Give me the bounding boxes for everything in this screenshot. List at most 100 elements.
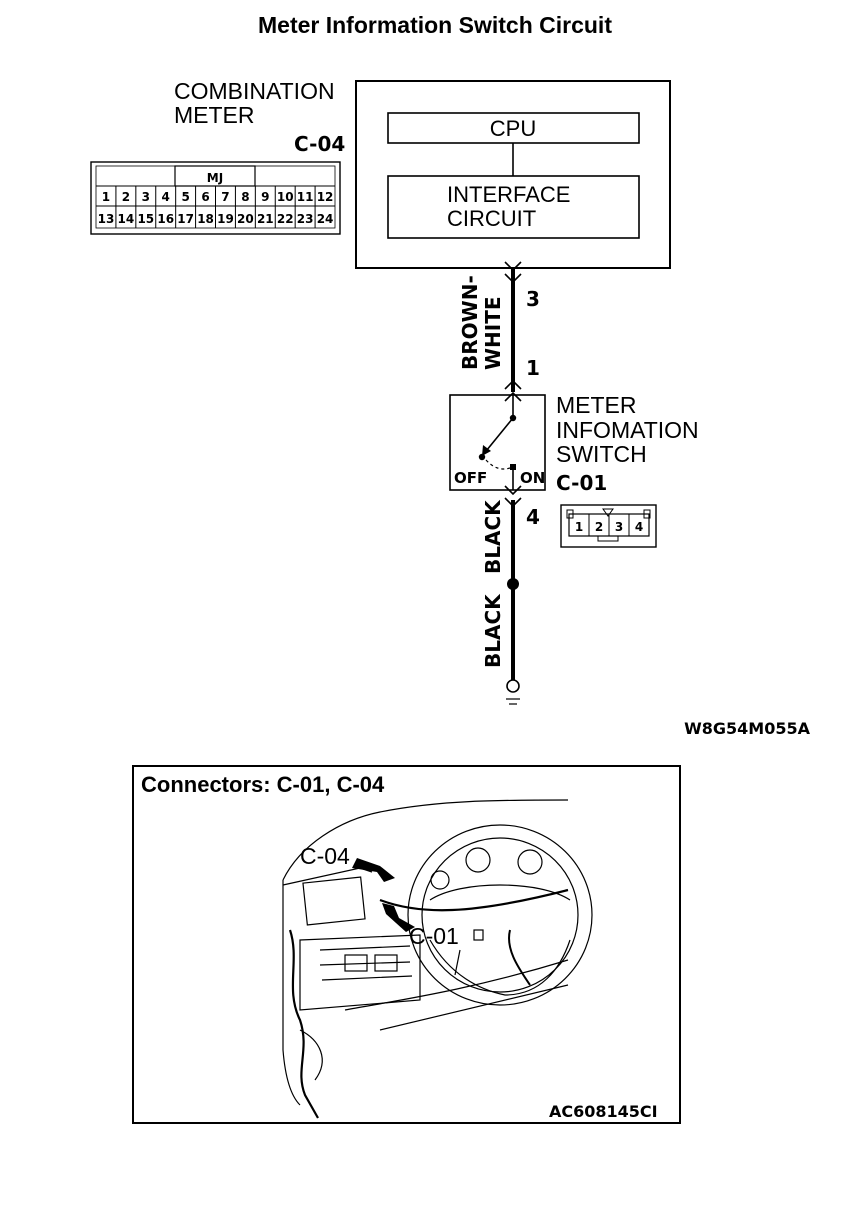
wire-color-black-upper: BLACK bbox=[481, 499, 505, 574]
harness-left bbox=[288, 929, 319, 1119]
interface-label-line2: CIRCUIT bbox=[447, 206, 536, 231]
gauge-right bbox=[517, 849, 543, 875]
connector-c04-pin: 15 bbox=[137, 212, 154, 226]
connector-c04-pin: 23 bbox=[297, 212, 314, 226]
connector-c01-outline bbox=[560, 504, 657, 548]
diagram-code: W8G54M055A bbox=[684, 719, 811, 738]
connector-c04-pin: 8 bbox=[241, 190, 249, 204]
ground-symbol bbox=[506, 679, 520, 705]
wire-color-black-lower: BLACK bbox=[481, 593, 505, 668]
switch-off-label: OFF bbox=[454, 469, 487, 487]
meter-information-switch: OFF ON METER INFOMATION SWITCH C-01 bbox=[449, 392, 699, 495]
connectors-panel-frame bbox=[132, 765, 681, 1124]
connector-c04-pin: 19 bbox=[217, 212, 234, 226]
harness-branch bbox=[299, 1029, 323, 1081]
console-knob-right bbox=[374, 954, 398, 972]
terminal-chevron-1a bbox=[504, 379, 522, 390]
console-vents bbox=[319, 945, 413, 981]
connector-c04-pin: 1 bbox=[102, 190, 110, 204]
switch-blade-arrow bbox=[482, 445, 491, 456]
switch-box bbox=[449, 394, 546, 491]
wire-color-white: WHITE bbox=[481, 296, 505, 370]
switch-travel-path bbox=[485, 459, 511, 470]
connector-c04-pin: 6 bbox=[201, 190, 209, 204]
switch-location bbox=[473, 929, 484, 941]
connector-c04-pin: 9 bbox=[261, 190, 269, 204]
combination-meter: COMBINATION METER C-04 CPU INTERFACE CIR… bbox=[174, 78, 671, 269]
dash-lower-contour bbox=[379, 984, 569, 1031]
dash-mid-contour bbox=[344, 959, 569, 1011]
connectors-panel-heading: Connectors: C-01, C-04 bbox=[141, 772, 385, 797]
switch-label-line1: METER bbox=[556, 392, 637, 418]
interface-circuit-box bbox=[387, 175, 640, 239]
connector-c04-pin: 5 bbox=[181, 190, 189, 204]
steering-wheel-inner bbox=[421, 837, 579, 993]
dash-top-contour bbox=[282, 799, 569, 881]
wire-splice bbox=[507, 578, 519, 590]
center-display bbox=[302, 876, 366, 926]
terminal-chevron-1b bbox=[504, 391, 522, 402]
switch-on-label: ON bbox=[520, 469, 545, 487]
gauge-left bbox=[430, 870, 450, 890]
switch-label-line3: SWITCH bbox=[556, 441, 647, 467]
pin-number-4: 4 bbox=[526, 505, 540, 529]
wire-black: 4 BLACK BLACK bbox=[481, 485, 540, 680]
connector-c04-pin: 3 bbox=[142, 190, 150, 204]
connector-c01-pin: 2 bbox=[595, 520, 603, 534]
connector-c04-pin: 22 bbox=[277, 212, 294, 226]
connectors-panel-code: AC608145CI bbox=[549, 1102, 658, 1121]
connector-c04-pin: 7 bbox=[221, 190, 229, 204]
switch-connector-code: C-01 bbox=[556, 471, 607, 495]
connector-c04-pin: 12 bbox=[317, 190, 334, 204]
gauge-center bbox=[465, 847, 491, 873]
connector-c01-pin: 1 bbox=[575, 520, 583, 534]
connector-c04-pin: 20 bbox=[237, 212, 254, 226]
connector-c04-tag: MJ bbox=[207, 171, 223, 185]
connector-c04-pin: 18 bbox=[197, 212, 214, 226]
pin-number-3: 3 bbox=[526, 287, 540, 311]
cpu-label: CPU bbox=[490, 116, 536, 141]
center-console bbox=[299, 934, 421, 1011]
terminal-chevron-3a bbox=[504, 261, 522, 272]
harness-main bbox=[379, 888, 569, 912]
connector-c04-pin: 13 bbox=[98, 212, 115, 226]
connector-c04-pin: 16 bbox=[157, 212, 174, 226]
dash-left-edge bbox=[282, 880, 301, 1106]
terminal-chevron-3b bbox=[504, 273, 522, 284]
connector-c04-pin: 14 bbox=[118, 212, 135, 226]
connector-c01-pin: 3 bbox=[615, 520, 623, 534]
combination-meter-label-line2: METER bbox=[174, 102, 255, 128]
terminal-chevron-4a bbox=[504, 485, 522, 496]
steering-hub bbox=[429, 939, 571, 996]
connector-c04-pin: 2 bbox=[122, 190, 130, 204]
wire-color-brown: BROWN- bbox=[458, 275, 482, 370]
dashboard-illustration bbox=[282, 799, 593, 1119]
steering-spoke bbox=[429, 884, 571, 901]
callout-arrow-c01 bbox=[382, 903, 415, 932]
connector-c01-tab bbox=[597, 535, 619, 542]
console-knob-left bbox=[344, 954, 368, 972]
steering-wheel-outer bbox=[407, 824, 593, 1006]
connector-c01-pin: 4 bbox=[635, 520, 643, 534]
harness-column bbox=[508, 929, 531, 986]
connector-c04-pin: 10 bbox=[277, 190, 294, 204]
callout-arrow-c04 bbox=[352, 858, 395, 882]
switch-off-contact bbox=[478, 453, 486, 461]
connector-c04-outline bbox=[90, 161, 341, 235]
wheel-detail bbox=[454, 949, 461, 976]
connectors-panel: Connectors: C-01, C-04 bbox=[132, 765, 681, 1124]
switch-on-contact bbox=[510, 464, 516, 470]
combination-meter-label-line1: COMBINATION bbox=[174, 78, 335, 104]
diagram-title: Meter Information Switch Circuit bbox=[258, 12, 612, 38]
connector-c04-pin: 17 bbox=[177, 212, 194, 226]
callout-c01-label: C-01 bbox=[409, 923, 459, 949]
interface-label-line1: INTERFACE bbox=[447, 182, 570, 207]
ground-terminal bbox=[506, 679, 520, 693]
connector-c04-pin: 21 bbox=[257, 212, 274, 226]
wire-brown-white: 3 1 BROWN- WHITE bbox=[458, 261, 540, 402]
callout-c04-label: C-04 bbox=[300, 843, 350, 869]
connector-c04-pin: 11 bbox=[297, 190, 314, 204]
